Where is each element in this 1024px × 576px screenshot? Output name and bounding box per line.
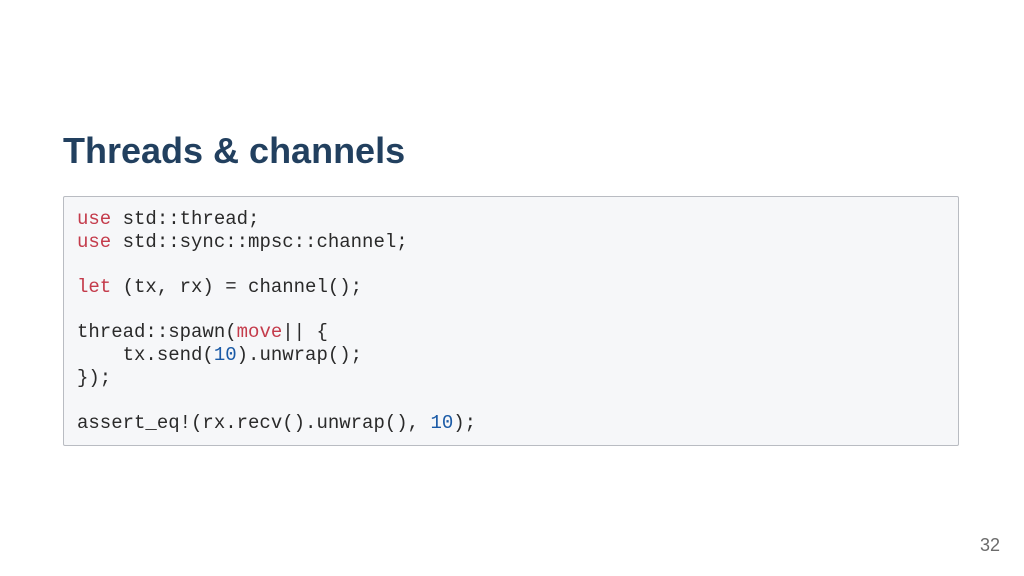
code-text: thread::spawn(: [77, 321, 237, 343]
number-literal: 10: [213, 344, 237, 366]
code-line-use-thread: use std::thread;: [77, 208, 945, 231]
keyword-use: use: [77, 231, 112, 253]
code-blank-line: [77, 254, 945, 276]
code-text: });: [77, 367, 112, 389]
code-line-thread-spawn: thread::spawn(move|| {: [77, 321, 945, 344]
code-line-tx-send: tx.send(10).unwrap();: [77, 344, 945, 367]
number-literal: 10: [430, 412, 454, 434]
code-text: std::thread;: [111, 208, 260, 230]
code-text: || {: [282, 321, 328, 343]
code-blank-line: [77, 390, 945, 412]
code-text: assert_eq!(rx.recv().unwrap(),: [77, 412, 431, 434]
keyword-move: move: [236, 321, 283, 343]
code-line-let-channel: let (tx, rx) = channel();: [77, 276, 945, 299]
keyword-use: use: [77, 208, 112, 230]
slide-title: Threads & channels: [63, 130, 406, 171]
code-text: std::sync::mpsc::channel;: [111, 231, 408, 253]
code-text: );: [453, 412, 477, 434]
code-line-use-channel: use std::sync::mpsc::channel;: [77, 231, 945, 254]
code-text: tx.send(: [77, 344, 214, 366]
code-text: ).unwrap();: [236, 344, 363, 366]
code-line-close-closure: });: [77, 367, 945, 390]
code-line-assert-eq: assert_eq!(rx.recv().unwrap(), 10);: [77, 412, 945, 435]
page-number: 32: [979, 535, 1000, 555]
code-blank-line: [77, 299, 945, 321]
code-text: (tx, rx) = channel();: [111, 276, 363, 298]
code-block: use std::thread; use std::sync::mpsc::ch…: [63, 196, 959, 446]
keyword-let: let: [77, 276, 112, 298]
